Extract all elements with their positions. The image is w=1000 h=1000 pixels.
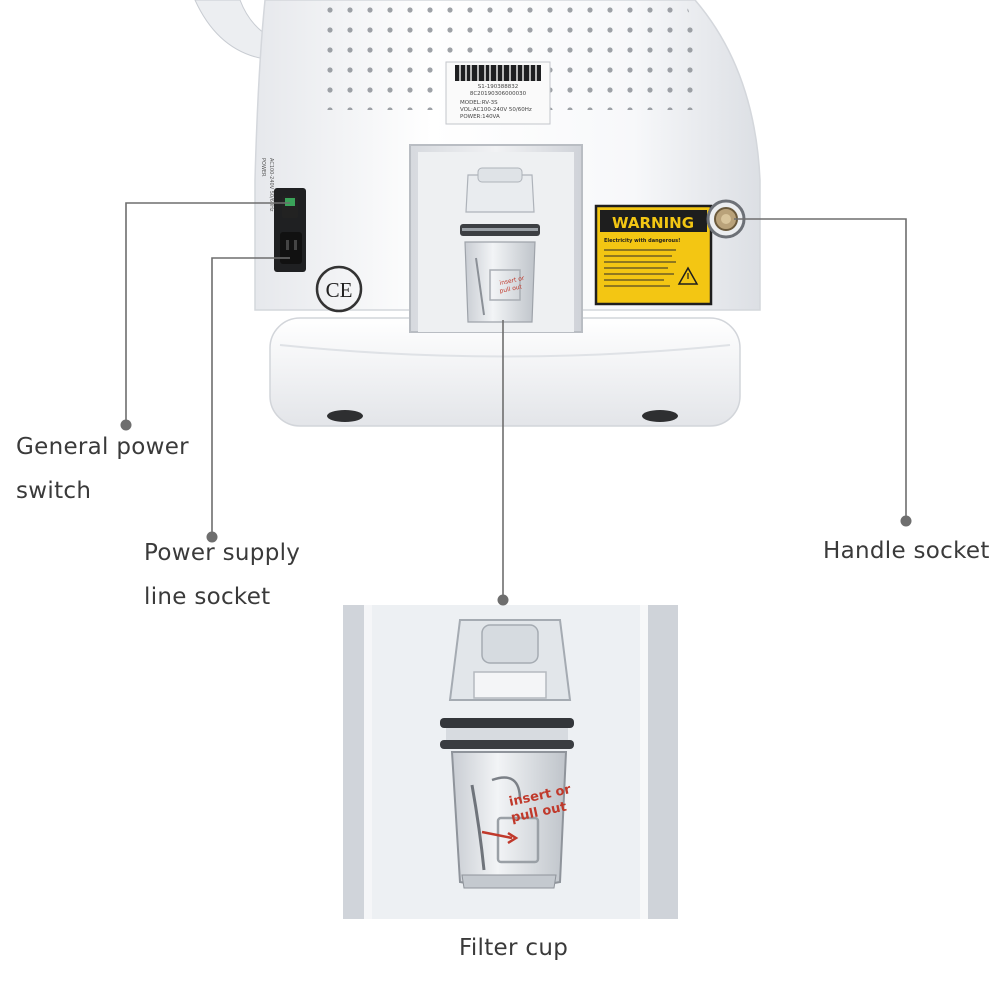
foot-left [327, 410, 363, 422]
dot-handle-socket [900, 515, 912, 527]
callout-power-socket-line1: Power supply [144, 540, 301, 566]
spec-line-1: MODEL:RV-3S [460, 100, 498, 106]
warning-title: WARNING [612, 214, 694, 232]
cup-text-small-2: pull out [499, 283, 523, 295]
callout-power-socket-line2: line socket [144, 584, 271, 610]
leader-power-socket [211, 257, 290, 535]
filter-bay: insert or pull out [409, 144, 583, 333]
leader-dots [120, 419, 912, 606]
switch-caption-1: POWER [260, 158, 266, 177]
filter-cup-closeup: insert or pull out [343, 605, 678, 919]
dot-power-socket [206, 531, 218, 543]
handle-socket [706, 199, 746, 239]
leader-power-switch [125, 202, 290, 425]
dot-power-switch [120, 419, 132, 431]
callout-filter-cup: Filter cup [459, 926, 568, 970]
steamer-base [269, 317, 741, 427]
callout-general-power-switch: General power switch [16, 425, 189, 513]
serial-line-1: S1-190388832 [478, 84, 518, 90]
callout-power-supply-socket: Power supply line socket [144, 531, 300, 619]
spec-line-3: POWER:140VA [460, 114, 500, 120]
callout-power-switch-line1: General power [16, 434, 189, 460]
warning-label: WARNING Electricity with dangerous! [594, 204, 713, 306]
callout-handle-socket-label: Handle socket [823, 538, 990, 564]
serial-line-2: 8C20190306000030 [470, 91, 527, 97]
callout-filter-cup-label: Filter cup [459, 935, 569, 961]
dot-filter-cup [497, 594, 509, 606]
leader-handle-socket [734, 218, 907, 520]
spec-line-2: VOL:AC100-240V 50/60Hz [460, 107, 532, 113]
ventilation-holes [318, 0, 700, 110]
ce-mark: CE [315, 265, 363, 313]
rating-label: S1-190388832 8C20190306000030 MODEL:RV-3… [445, 61, 551, 125]
foot-right [642, 410, 678, 422]
power-panel: POWER AC100-240V 50/60Hz [260, 158, 306, 272]
warning-subtitle: Electricity with dangerous! [604, 238, 680, 244]
ce-text: CE [326, 278, 353, 302]
callout-handle-socket: Handle socket [823, 529, 990, 573]
switch-caption-2: AC100-240V 50/60Hz [268, 158, 274, 212]
leader-lines [125, 202, 907, 598]
power-socket [280, 232, 302, 264]
callout-power-switch-line2: switch [16, 478, 92, 504]
